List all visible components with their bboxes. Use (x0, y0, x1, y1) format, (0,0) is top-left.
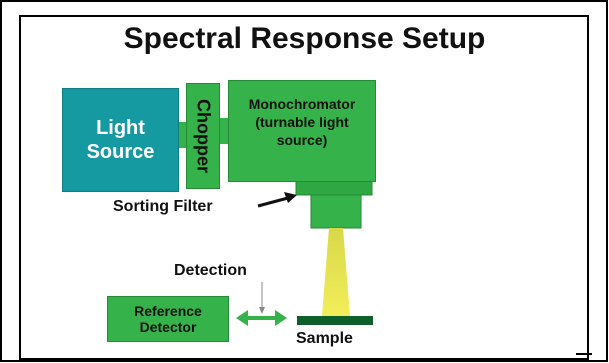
double-arrow-right-head (275, 310, 287, 326)
chopper-box: Chopper (186, 83, 220, 189)
sorting-filter-arrow-line (257, 196, 289, 208)
connector-chopper-mono (217, 118, 230, 144)
monochromator-label-line2: (turnable light (255, 114, 349, 130)
sorting-filter-label: Sorting Filter (113, 198, 213, 215)
light-beam (322, 228, 350, 316)
double-arrow-left-head (236, 310, 248, 326)
detection-arrow-head (259, 307, 265, 314)
reference-detector-label-line2: Detector (139, 319, 197, 335)
monochromator-box: Monochromator (turnable light source) (228, 80, 376, 182)
detection-label: Detection (174, 262, 247, 279)
light-source-label-line1: Light (96, 117, 145, 139)
filter-housing (310, 194, 362, 229)
monochromator-label-line3: source) (276, 132, 328, 148)
inner-border (19, 15, 589, 360)
diagram-title: Spectral Response Setup (123, 22, 486, 55)
sample-bar (297, 316, 373, 325)
monochromator-label-line1: Monochromator (248, 96, 356, 112)
chopper-label: Chopper (193, 99, 214, 173)
sorting-filter-arrow-head (284, 192, 297, 203)
sample-label: Sample (296, 330, 353, 347)
light-source-box: Light Source (62, 88, 179, 192)
reference-detector-label-line1: Reference (134, 303, 202, 319)
sorting-filter-plate (295, 180, 373, 196)
light-source-label-line2: Source (86, 141, 155, 163)
connector-source-chopper (176, 122, 188, 148)
reference-detector-box: Reference Detector (107, 296, 229, 342)
